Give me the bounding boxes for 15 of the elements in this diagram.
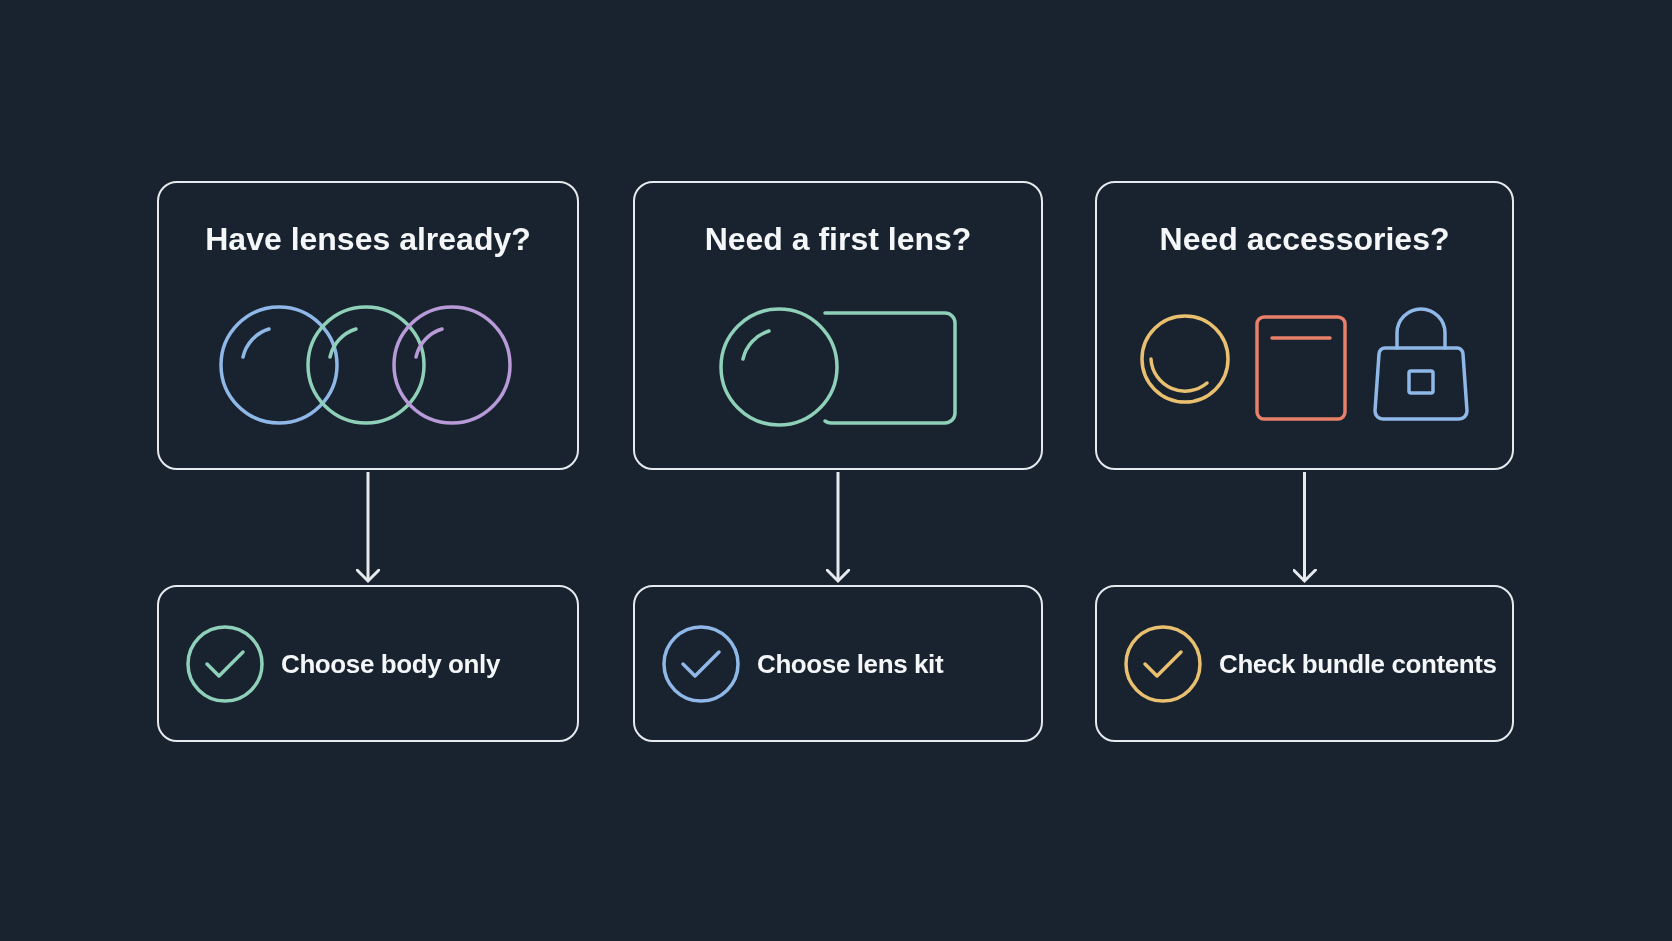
question-text: Need a first lens?	[703, 221, 973, 258]
result-box	[633, 585, 1043, 742]
question-box	[1095, 181, 1514, 470]
arrow	[1291, 472, 1318, 583]
question-box	[157, 181, 579, 470]
arrow	[354, 472, 382, 583]
result-text: Choose body only	[281, 648, 500, 679]
result-text: Choose lens kit	[757, 648, 944, 679]
question-text: Have lenses already?	[204, 221, 532, 258]
result-text: Check bundle contents	[1219, 648, 1497, 679]
result-box	[1095, 585, 1514, 742]
arrow	[824, 472, 852, 583]
question-text: Need accessories?	[1158, 221, 1451, 258]
question-box	[633, 181, 1043, 470]
result-box	[157, 585, 579, 742]
